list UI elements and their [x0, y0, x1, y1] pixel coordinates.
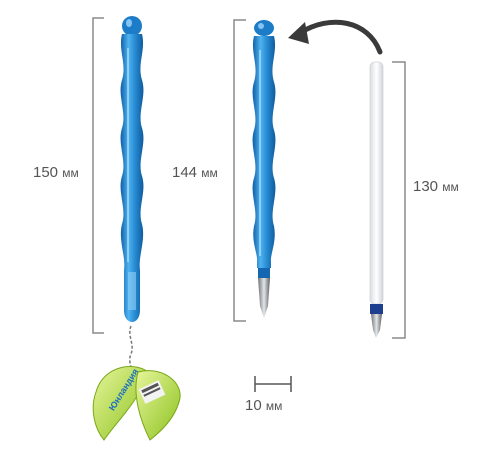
- dimension-unit: мм: [442, 180, 459, 194]
- dimension-label-150: 150 мм: [33, 165, 79, 180]
- bracket-130: [392, 61, 406, 339]
- dimension-label-130: 130 мм: [413, 179, 459, 194]
- bracket-150: [92, 17, 104, 334]
- bracket-144: [233, 19, 246, 322]
- dimension-value: 130: [413, 178, 439, 195]
- dimension-label-144: 144 мм: [172, 165, 218, 180]
- dimension-unit: мм: [265, 399, 283, 413]
- dimension-value: 144: [172, 164, 198, 181]
- refill: [369, 61, 384, 338]
- curved-arrow-left-icon: [288, 19, 383, 55]
- leaf-charm: Юнландия: [92, 366, 181, 441]
- bracket-10: [254, 376, 292, 392]
- dimension-label-10: 10 мм: [245, 398, 282, 413]
- dimension-value: 150: [33, 164, 59, 181]
- dimension-unit: мм: [201, 166, 218, 180]
- pen-body: [252, 20, 276, 318]
- dimension-unit: мм: [62, 166, 79, 180]
- dimension-value: 10: [245, 397, 262, 414]
- pen-with-cap: [120, 16, 144, 379]
